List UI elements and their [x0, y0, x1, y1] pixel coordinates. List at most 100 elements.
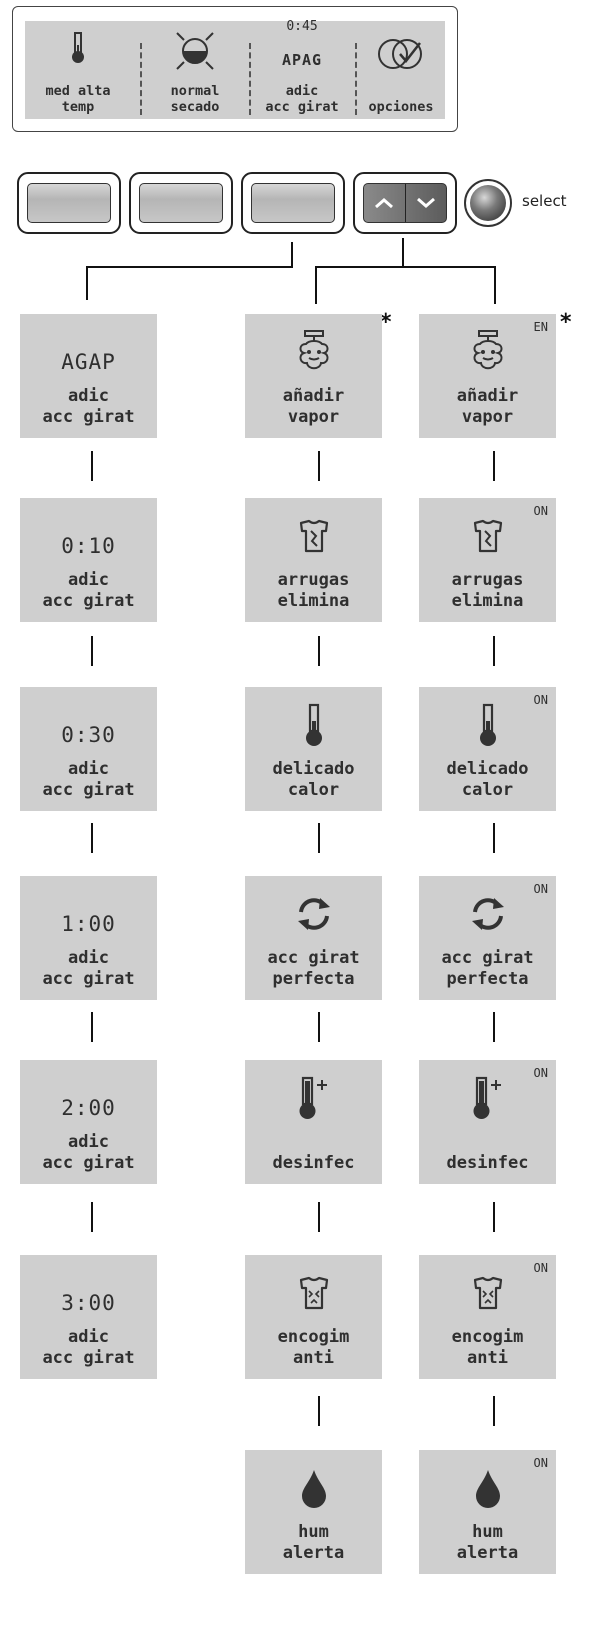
status-badge: ON	[533, 1261, 548, 1275]
tile-label-line1: adic	[68, 570, 109, 590]
option-tile: desinfec	[245, 1060, 382, 1184]
connector	[91, 1012, 93, 1042]
tile-label-line2: acc girat	[42, 1153, 135, 1173]
steam-icon	[245, 330, 382, 374]
thermometer-icon	[25, 31, 131, 65]
tile-label-line2: anti	[467, 1348, 508, 1368]
tile-label-line1: adic	[68, 948, 109, 968]
connector	[318, 823, 320, 853]
tile-label-line1: adic	[68, 759, 109, 779]
tile-label-line2: alerta	[282, 1543, 345, 1563]
delay-value: 0:30	[61, 723, 116, 747]
thermometer-plus-icon	[419, 1076, 556, 1120]
option-tile: ON desinfec	[419, 1060, 556, 1184]
tile-label-line1: añadir	[456, 386, 519, 406]
delay-value: AGAP	[61, 350, 116, 374]
tile-label-line1: adic	[68, 1132, 109, 1152]
tile-label-line2: vapor	[461, 407, 514, 427]
tile-label-line1: delicado	[272, 759, 355, 779]
delay-value: 0:10	[61, 534, 116, 558]
shirt-icon	[245, 514, 382, 558]
tile-label-line2: acc girat	[42, 1348, 135, 1368]
separator	[140, 43, 142, 115]
status-badge: ON	[533, 882, 548, 896]
arrow-buttons[interactable]	[353, 172, 457, 234]
tile-label-line1: arrugas	[451, 570, 524, 590]
connector	[493, 823, 495, 853]
tile-label-line1: arrugas	[277, 570, 350, 590]
tile-label-line2: acc girat	[42, 780, 135, 800]
connector	[402, 238, 404, 268]
footnote-asterisk: *	[380, 310, 392, 335]
select-knob[interactable]	[464, 179, 512, 227]
thermometer-plus-icon	[245, 1076, 382, 1120]
tile-label-line1: encogim	[451, 1327, 524, 1347]
thermometer-icon	[419, 703, 556, 747]
connector	[318, 1202, 320, 1232]
connector	[91, 636, 93, 666]
tile-label-line1: encogim	[277, 1327, 350, 1347]
button-1[interactable]	[17, 172, 121, 234]
options-label: opciones	[368, 99, 434, 115]
dry-label-line1: normal	[170, 83, 220, 99]
connector	[91, 451, 93, 481]
connector	[86, 266, 293, 268]
status-badge: ON	[533, 504, 548, 518]
tile-label-line1: hum	[472, 1522, 503, 1542]
tile-label-line2: elimina	[451, 591, 524, 611]
rotate-icon	[245, 892, 382, 936]
chevron-down-icon	[416, 197, 435, 208]
tile-label-line2: perfecta	[446, 969, 529, 989]
connector	[91, 823, 93, 853]
tile-label-line2: desinfec	[446, 1153, 529, 1173]
tile-label-line1: adic	[68, 1327, 109, 1347]
status-badge: ON	[533, 1066, 548, 1080]
tile-label-line1: añadir	[282, 386, 345, 406]
tile-label-line2: calor	[287, 780, 340, 800]
tile-label-line1: hum	[298, 1522, 329, 1542]
options-check-icon	[357, 37, 445, 71]
footnote-asterisk: *	[560, 310, 572, 335]
tile-label-line2: vapor	[287, 407, 340, 427]
button-3[interactable]	[241, 172, 345, 234]
connector	[318, 636, 320, 666]
shrink-shirt-icon	[419, 1271, 556, 1315]
connector	[493, 1396, 495, 1426]
button-2[interactable]	[129, 172, 233, 234]
connector	[291, 242, 293, 267]
up-arrow-button[interactable]	[364, 184, 405, 222]
temp-label-line1: med alta	[45, 83, 111, 99]
droplet-icon	[419, 1466, 556, 1510]
rot-label-line2: acc girat	[265, 99, 339, 115]
shrink-shirt-icon	[245, 1271, 382, 1315]
tile-label-line2: acc girat	[42, 591, 135, 611]
tile-label-line2: perfecta	[272, 969, 355, 989]
tile-label-line1: acc girat	[441, 948, 534, 968]
tile-label-line2: calor	[461, 780, 514, 800]
connector	[318, 451, 320, 481]
temp-label-line2: temp	[61, 99, 95, 115]
connector	[318, 1396, 320, 1426]
tile-label-line2: anti	[293, 1348, 334, 1368]
connector	[315, 266, 317, 304]
connector	[315, 266, 496, 268]
tile-label-line1: delicado	[446, 759, 529, 779]
tile-label-line2: alerta	[456, 1543, 519, 1563]
dryness-icon	[143, 31, 247, 71]
steam-icon	[419, 330, 556, 374]
down-arrow-button[interactable]	[404, 184, 447, 222]
